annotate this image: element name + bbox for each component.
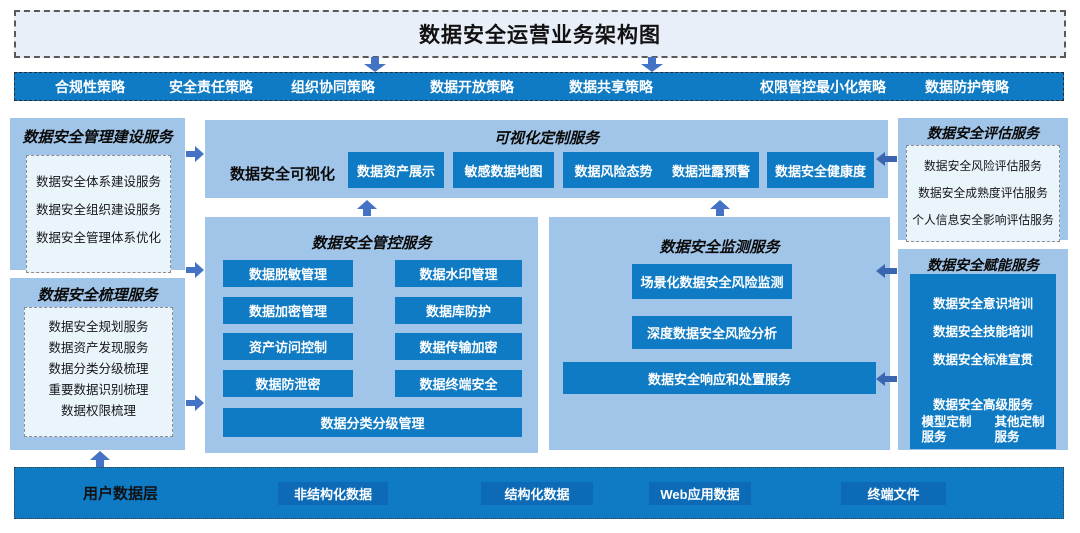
list-item: 数据安全成熟度评估服务 [918, 186, 1048, 200]
control-services-title: 数据安全管控服务 [311, 236, 432, 252]
diagram-title-box: 数据安全运营业务架构图 [14, 10, 1066, 58]
data-source-chip: 终端文件 [841, 482, 946, 505]
viz-chip: 数据安全健康度 [767, 152, 874, 188]
control-chip: 数据终端安全 [395, 370, 522, 397]
enablement-advanced-box: 数据安全高级服务 模型定制服务 其他定制服务 [910, 390, 1056, 449]
policy-item: 安全责任策略 [169, 78, 253, 95]
list-item: 重要数据识别梳理 [48, 383, 149, 397]
control-chip: 数据分类分级管理 [223, 408, 522, 437]
list-item: 数据分类分级梳理 [48, 362, 149, 376]
user-data-layer-bar: 用户数据层 非结构化数据 结构化数据 Web应用数据 终端文件 [14, 467, 1064, 519]
list-item: 数据安全体系建设服务 [35, 175, 161, 189]
monitoring-services-box: 数据安全监测服务 场景化数据安全风险监测 深度数据安全风险分析 数据安全响应和处… [549, 217, 890, 450]
left-arrow-icon [876, 372, 897, 386]
list-item: 数据安全管理体系优化 [35, 231, 161, 245]
visualization-services-title: 可视化定制服务 [493, 131, 599, 147]
policy-item: 数据防护策略 [925, 78, 1009, 95]
sorting-services-title: 数据安全梳理服务 [37, 288, 158, 304]
advanced-services-title: 数据安全高级服务 [932, 398, 1033, 412]
left-arrow-icon [876, 152, 897, 166]
viz-chip: 数据资产展示 [348, 152, 444, 188]
policy-item: 合规性策略 [55, 78, 125, 95]
policy-item: 数据开放策略 [430, 78, 514, 95]
down-arrow-icon [641, 57, 663, 72]
up-arrow-icon [357, 200, 377, 216]
up-arrow-icon [710, 200, 730, 216]
control-chip: 数据加密管理 [223, 297, 353, 324]
right-arrow-icon [186, 262, 204, 278]
control-chip: 数据传输加密 [395, 333, 522, 360]
viz-chip: 敏感数据地图 [453, 152, 554, 188]
control-chip: 数据水印管理 [395, 260, 522, 287]
user-data-layer-label: 用户数据层 [83, 485, 159, 503]
data-source-chip: 非结构化数据 [278, 482, 388, 505]
list-item: 数据安全标准宣贯 [932, 353, 1033, 367]
advanced-services-row: 模型定制服务 其他定制服务 [910, 415, 1056, 445]
assessment-services-box: 数据安全评估服务 数据安全风险评估服务 数据安全成熟度评估服务 个人信息安全影响… [898, 118, 1068, 242]
sorting-services-list: 数据安全规划服务 数据资产发现服务 数据分类分级梳理 重要数据识别梳理 数据权限… [24, 307, 173, 437]
monitoring-chip: 数据安全响应和处置服务 [563, 362, 876, 394]
list-item: 其他定制服务 [994, 415, 1045, 444]
down-arrow-icon [364, 57, 386, 72]
left-arrow-icon [876, 264, 897, 278]
management-services-box: 数据安全管理建设服务 数据安全体系建设服务 数据安全组织建设服务 数据安全管理体… [10, 118, 185, 273]
management-services-list: 数据安全体系建设服务 数据安全组织建设服务 数据安全管理体系优化 [26, 155, 171, 273]
enablement-services-title: 数据安全赋能服务 [927, 259, 1039, 274]
control-chip: 资产访问控制 [223, 333, 353, 360]
visualization-services-box: 可视化定制服务 数据安全可视化 数据资产展示 敏感数据地图 数据风险态势 数据泄… [205, 120, 888, 198]
list-item: 个人信息安全影响评估服务 [912, 213, 1054, 227]
enablement-services-box: 数据安全赋能服务 数据安全意识培训 数据安全技能培训 数据安全标准宣贯 数据安全… [898, 249, 1068, 450]
list-item: 数据权限梳理 [60, 404, 136, 418]
diagram-title: 数据安全运营业务架构图 [419, 23, 661, 47]
assessment-services-title: 数据安全评估服务 [927, 127, 1039, 142]
control-chip: 数据脱敏管理 [223, 260, 353, 287]
assessment-services-list: 数据安全风险评估服务 数据安全成熟度评估服务 个人信息安全影响评估服务 [906, 145, 1060, 242]
right-arrow-icon [186, 146, 204, 162]
monitoring-chip: 场景化数据安全风险监测 [632, 264, 792, 299]
list-item: 数据安全组织建设服务 [35, 203, 161, 217]
viz-chip: 数据泄露预警 [663, 152, 759, 188]
control-chip: 数据防泄密 [223, 370, 353, 397]
policy-item: 数据共享策略 [569, 78, 653, 95]
enablement-training-box: 数据安全意识培训 数据安全技能培训 数据安全标准宣贯 [910, 274, 1056, 399]
visualization-label: 数据安全可视化 [230, 166, 336, 183]
right-arrow-icon [186, 395, 204, 411]
list-item: 数据资产发现服务 [48, 341, 149, 355]
sorting-services-box: 数据安全梳理服务 数据安全规划服务 数据资产发现服务 数据分类分级梳理 重要数据… [10, 278, 185, 450]
policy-item: 权限管控最小化策略 [760, 78, 886, 95]
control-services-box: 数据安全管控服务 数据脱敏管理 数据加密管理 资产访问控制 数据防泄密 数据水印… [205, 217, 538, 453]
data-source-chip: 结构化数据 [481, 482, 593, 505]
up-arrow-icon [90, 451, 110, 467]
list-item: 数据安全规划服务 [48, 320, 149, 334]
policy-item: 组织协同策略 [291, 78, 375, 95]
policy-bar: 合规性策略 安全责任策略 组织协同策略 数据开放策略 数据共享策略 权限管控最小… [14, 72, 1064, 101]
list-item: 数据安全技能培训 [932, 325, 1033, 339]
monitoring-services-title: 数据安全监测服务 [659, 240, 780, 256]
control-chip: 数据库防护 [395, 297, 522, 324]
list-item: 数据安全意识培训 [932, 297, 1033, 311]
management-services-title: 数据安全管理建设服务 [22, 130, 173, 146]
monitoring-chip: 深度数据安全风险分析 [632, 316, 792, 349]
viz-chip: 数据风险态势 [563, 152, 664, 188]
list-item: 模型定制服务 [921, 415, 972, 444]
data-source-chip: Web应用数据 [649, 482, 751, 505]
list-item: 数据安全风险评估服务 [924, 159, 1042, 173]
